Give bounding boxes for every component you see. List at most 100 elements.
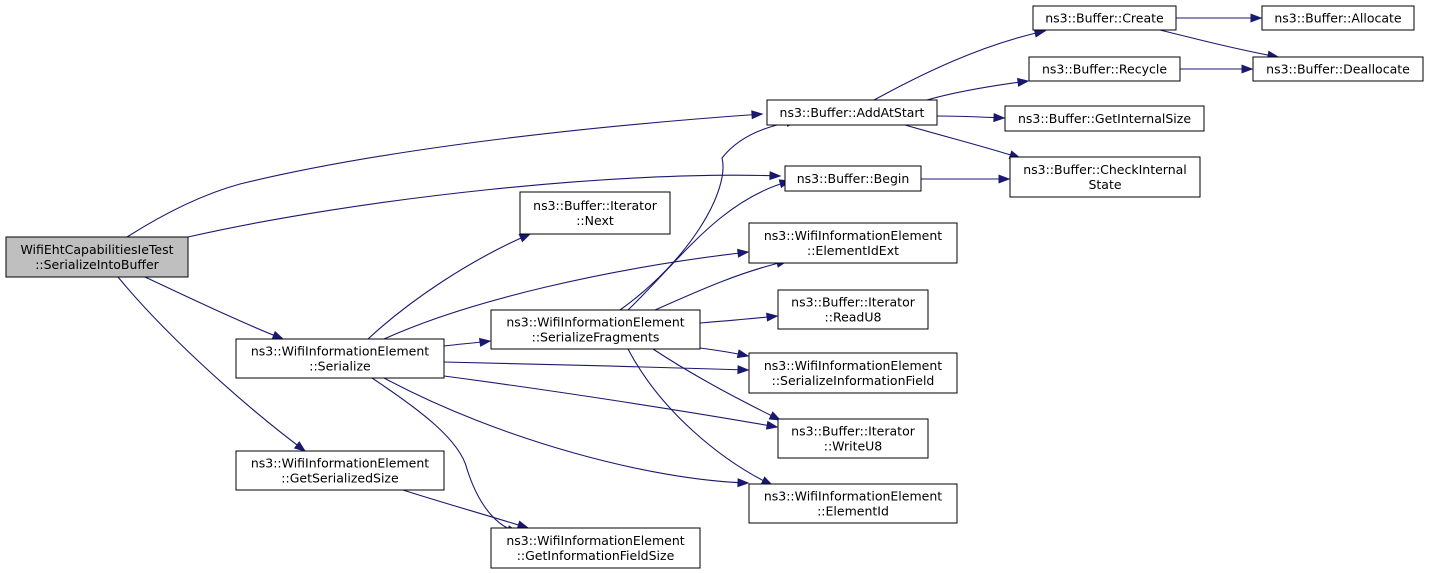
node-label: ::Next [576, 213, 614, 228]
node-label: State [1088, 177, 1121, 192]
node-box [1252, 56, 1424, 82]
edge-wie-serialize-to-wie-elementidext [383, 248, 750, 340]
node-wie-serializefragments[interactable]: ns3::WifiInformationElement::SerializeFr… [490, 309, 701, 350]
edge-buf-recycle-to-buf-deallocate [1180, 64, 1254, 74]
node-wie-getserializedsize[interactable]: ns3::WifiInformationElement::GetSerializ… [235, 450, 445, 491]
edge-wie-serializefragments-to-iter-readu8 [699, 312, 779, 324]
node-wie-elementid[interactable]: ns3::WifiInformationElement::ElementId [748, 483, 958, 524]
edge-root-to-wie-getserializedsize [117, 276, 307, 452]
node-box [777, 289, 929, 330]
node-box [784, 165, 922, 192]
node-buf-create[interactable]: ns3::Buffer::Create [1032, 5, 1177, 31]
node-root: WifiEhtCapabilitiesIeTest::SerializeInto… [5, 236, 189, 278]
node-wie-serialize[interactable]: ns3::WifiInformationElement::Serialize [235, 338, 445, 379]
arrowhead-icon [478, 337, 492, 347]
node-buf-begin[interactable]: ns3::Buffer::Begin [784, 165, 922, 192]
node-label: ns3::WifiInformationElement [251, 344, 429, 359]
node-box [748, 352, 958, 394]
arrowhead-icon [737, 478, 750, 488]
node-label: ns3::WifiInformationElement [764, 228, 942, 243]
edge-wie-serialize-to-wie-elementid [383, 377, 750, 488]
node-label: ns3::WifiInformationElement [506, 315, 684, 330]
edge-root-to-buf-begin [187, 171, 782, 238]
edge-wie-serialize-to-wie-serializefragments [443, 337, 492, 347]
arrowhead-icon [998, 174, 1011, 184]
arrowhead-icon [768, 411, 782, 421]
node-label: ::WriteU8 [824, 439, 883, 454]
arrowhead-icon [1250, 13, 1263, 23]
node-buf-recycle[interactable]: ns3::Buffer::Recycle [1028, 56, 1181, 82]
node-label: ::SerializeInformationField [772, 373, 935, 388]
node-label: ns3::Buffer::Iterator [533, 198, 658, 213]
arrowhead-icon [769, 171, 782, 181]
arrowhead-icon [1016, 77, 1030, 87]
node-label: ::ElementId [817, 504, 889, 519]
node-box [1004, 105, 1205, 132]
node-box [519, 191, 671, 235]
edge-buf-addatstart-to-buf-checkinternalstate [904, 124, 1022, 159]
node-buf-deallocate[interactable]: ns3::Buffer::Deallocate [1252, 56, 1424, 82]
node-label: ns3::Buffer::Deallocate [1266, 62, 1410, 77]
node-label: ns3::Buffer::Recycle [1042, 62, 1167, 77]
edge-buf-addatstart-to-buf-create [873, 28, 1047, 101]
node-wie-elementidext[interactable]: ns3::WifiInformationElement::ElementIdEx… [748, 222, 958, 264]
node-label: ::GetSerializedSize [281, 471, 399, 486]
edge-buf-create-to-buf-allocate [1176, 13, 1263, 23]
node-box [1261, 5, 1415, 31]
node-iter-next[interactable]: ns3::Buffer::Iterator::Next [519, 191, 671, 235]
arrowhead-icon [736, 349, 750, 359]
node-box [490, 309, 701, 350]
node-label: ns3::WifiInformationElement [764, 358, 942, 373]
node-box [5, 236, 189, 278]
node-label: ns3::WifiInformationElement [251, 456, 429, 471]
node-label: ns3::Buffer::Iterator [791, 295, 916, 310]
arrowhead-icon [993, 113, 1006, 123]
node-label: ns3::Buffer::AddAtStart [780, 105, 925, 120]
arrowhead-icon [737, 248, 750, 258]
node-box [235, 338, 445, 379]
node-label: ::SerializeFragments [532, 330, 660, 345]
arrowhead-icon [737, 365, 750, 375]
node-label: ns3::Buffer::Iterator [791, 424, 916, 439]
arrowhead-icon [1241, 64, 1254, 74]
node-label: ns3::Buffer::Create [1045, 11, 1164, 26]
node-box [748, 483, 958, 524]
node-box [1009, 156, 1201, 198]
node-box [235, 450, 445, 491]
arrowhead-icon [765, 420, 779, 430]
node-label: ns3::Buffer::GetInternalSize [1018, 111, 1191, 126]
node-label: ns3::WifiInformationElement [506, 533, 684, 548]
edge-wie-serialize-to-iter-writeu8 [443, 375, 779, 430]
arrowhead-icon [1033, 28, 1047, 38]
edge-buf-begin-to-buf-checkinternalstate [921, 174, 1011, 184]
node-wie-getinformationfieldsize[interactable]: ns3::WifiInformationElement::GetInformat… [490, 527, 701, 569]
node-label: ns3::WifiInformationElement [764, 489, 942, 504]
node-buf-addatstart[interactable]: ns3::Buffer::AddAtStart [766, 99, 938, 126]
node-iter-writeu8[interactable]: ns3::Buffer::Iterator::WriteU8 [777, 418, 929, 459]
edge-wie-serialize-to-wie-serializeinformationfield [443, 361, 750, 375]
node-box [777, 418, 929, 459]
node-label: WifiEhtCapabilitiesIeTest [20, 242, 173, 257]
edge-buf-create-to-buf-deallocate [1159, 29, 1280, 60]
node-iter-readu8[interactable]: ns3::Buffer::Iterator::ReadU8 [777, 289, 929, 330]
edge-wie-getserializedsize-to-wie-getinformationfieldsize [402, 489, 530, 530]
arrowhead-icon [751, 110, 764, 120]
node-label: ::Serialize [309, 359, 371, 374]
node-wie-serializeinformationfield[interactable]: ns3::WifiInformationElement::SerializeIn… [748, 352, 958, 394]
node-buf-allocate[interactable]: ns3::Buffer::Allocate [1261, 5, 1415, 31]
node-label: ::ElementIdExt [807, 243, 899, 258]
node-label: ns3::Buffer::Begin [797, 171, 910, 186]
node-box [766, 99, 938, 126]
arrowhead-icon [271, 330, 285, 340]
node-label: ::SerializeIntoBuffer [35, 257, 159, 272]
node-box [1028, 56, 1181, 82]
node-label: ns3::Buffer::CheckInternal [1023, 162, 1187, 177]
arrowhead-icon [766, 312, 779, 322]
edge-wie-serializefragments-to-wie-elementidext [654, 258, 789, 311]
node-label: ::GetInformationFieldSize [517, 548, 675, 563]
node-buf-getinternalsize[interactable]: ns3::Buffer::GetInternalSize [1004, 105, 1205, 132]
edge-wie-serializefragments-to-iter-writeu8 [652, 348, 782, 421]
arrowhead-icon [518, 233, 532, 243]
